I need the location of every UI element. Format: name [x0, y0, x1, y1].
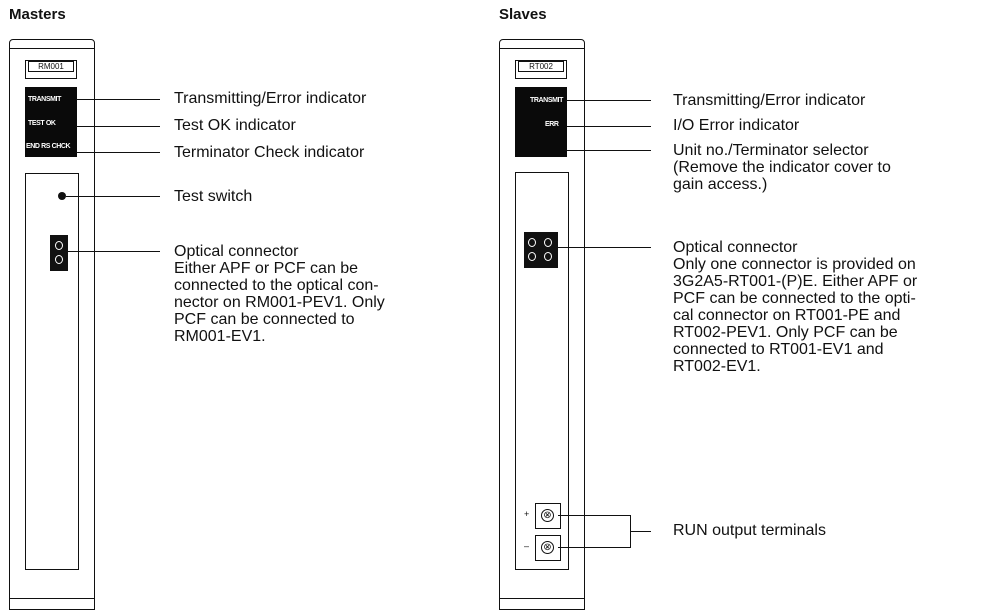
master-optical-connector-label: Optical connector Either APF or PCF can … — [174, 243, 385, 345]
port-icon — [55, 241, 63, 250]
run-terminal-minus: ⊗ — [535, 535, 561, 561]
master-terminator-check-indicator: END RS CHCK — [26, 143, 71, 150]
leader-line — [76, 152, 160, 153]
leader-line — [66, 251, 160, 252]
leader-line — [630, 531, 651, 532]
master-top-rib — [9, 48, 95, 49]
leader-line — [556, 247, 651, 248]
master-name-box — [25, 60, 77, 79]
slave-transmit-indicator: TRANSMIT — [530, 97, 563, 104]
screw-icon: ⊗ — [541, 541, 554, 554]
slave-optical-connector-label: Optical connector Only one connector is … — [673, 239, 918, 375]
master-bottom-rib — [9, 598, 95, 599]
leader-line — [76, 126, 160, 127]
run-terminal-plus: ⊗ — [535, 503, 561, 529]
port-icon — [528, 252, 536, 261]
master-transmit-indicator: TRANSMIT — [28, 96, 61, 103]
slave-indicator-block — [515, 87, 567, 157]
master-indicator-block — [25, 87, 77, 157]
slave-top-rib — [499, 48, 585, 49]
port-icon — [544, 252, 552, 261]
slave-transmitting-label: Transmitting/Error indicator — [673, 92, 866, 109]
slave-bottom-rib — [499, 598, 585, 599]
slave-io-error-label: I/O Error indicator — [673, 117, 800, 134]
leader-line — [558, 547, 631, 548]
leader-line — [567, 100, 651, 101]
port-icon — [544, 238, 552, 247]
master-test-ok-indicator: TEST OK — [28, 120, 56, 127]
slave-name-box — [515, 60, 567, 79]
masters-heading: Masters — [9, 6, 66, 23]
plus-sign: + — [524, 509, 530, 519]
slave-unit-selector-label: Unit no./Terminator selector (Remove the… — [673, 142, 891, 193]
port-icon — [528, 238, 536, 247]
slave-io-error-indicator: ERR — [545, 121, 559, 128]
leader-line — [558, 515, 631, 516]
master-optical-connector-icon — [50, 235, 68, 271]
leader-line — [567, 126, 651, 127]
slave-run-output-label: RUN output terminals — [673, 522, 826, 539]
slave-optical-connector-icon — [524, 232, 558, 268]
master-test-ok-label: Test OK indicator — [174, 117, 296, 134]
master-terminator-check-label: Terminator Check indicator — [174, 144, 365, 161]
slave-name-plate: RT002 — [518, 61, 564, 72]
port-icon — [55, 255, 63, 264]
screw-icon: ⊗ — [541, 509, 554, 522]
master-lower-panel — [25, 173, 79, 570]
minus-sign: – — [524, 541, 530, 551]
master-test-switch-label: Test switch — [174, 188, 253, 205]
slave-lower-panel — [515, 172, 569, 570]
leader-line — [567, 150, 651, 151]
leader-line — [66, 196, 160, 197]
master-name-plate: RM001 — [28, 61, 74, 72]
leader-line — [76, 99, 160, 100]
master-transmitting-label: Transmitting/Error indicator — [174, 90, 367, 107]
slaves-heading: Slaves — [499, 6, 547, 23]
test-switch-icon[interactable] — [58, 192, 66, 200]
